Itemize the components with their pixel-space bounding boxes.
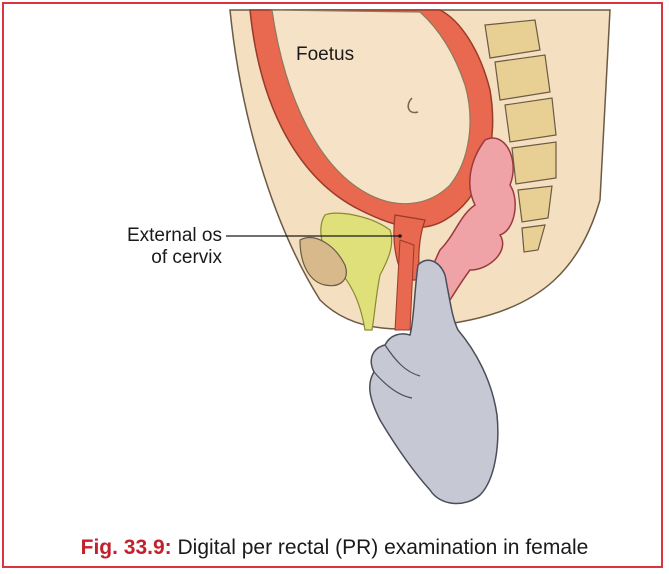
figure-number: Fig. 33.9: bbox=[81, 536, 172, 559]
external-os-label-line1: External os bbox=[104, 225, 222, 247]
foetus-label: Foetus bbox=[296, 44, 354, 66]
external-os-label-line2: of cervix bbox=[104, 247, 222, 269]
figure-caption: Fig. 33.9: Digital per rectal (PR) exami… bbox=[0, 536, 669, 560]
external-os-label: External os of cervix bbox=[104, 225, 222, 269]
figure-caption-text: Digital per rectal (PR) examination in f… bbox=[178, 536, 589, 559]
